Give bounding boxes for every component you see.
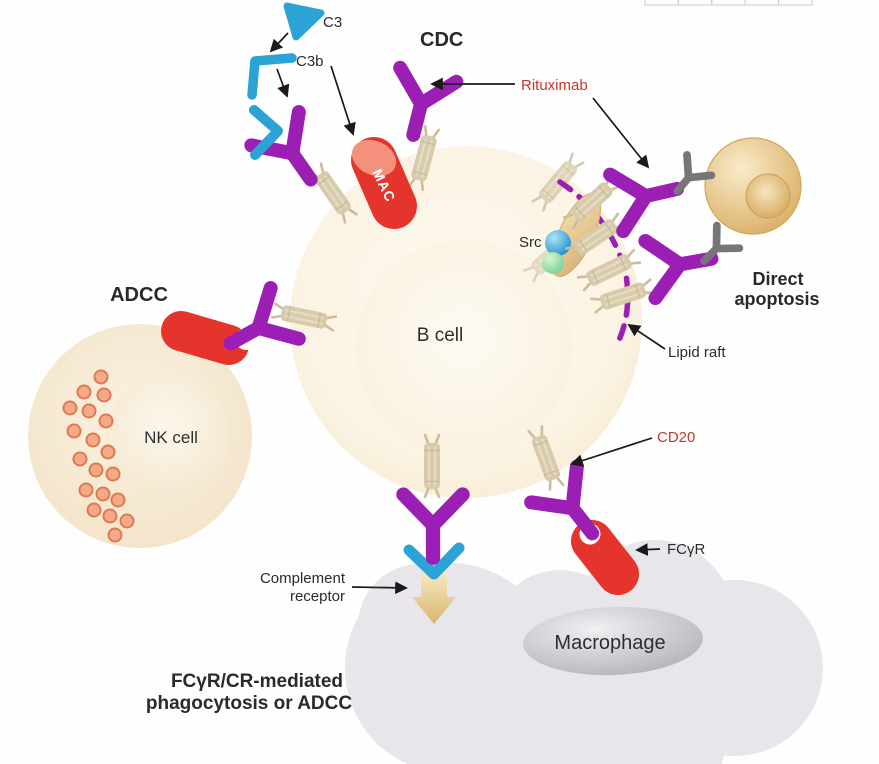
src-kinase-blue-sphere (545, 230, 571, 256)
label-b-cell: B cell (417, 325, 463, 346)
label-direct-apoptosis-1: Direct (752, 269, 803, 289)
macrophage-nucleus (523, 606, 703, 676)
c3b-fragment-bound (249, 105, 283, 160)
label-lipid-raft: Lipid raft (668, 344, 726, 361)
arrow-complement-receptor (351, 581, 408, 595)
macrophage (345, 540, 823, 764)
label-c3b: C3b (296, 53, 324, 70)
arrow-lipid-raft (627, 323, 666, 350)
table-grid-remnant (644, 0, 813, 6)
complement-receptor (412, 567, 456, 624)
nk-cell (28, 324, 252, 548)
label-complement-receptor-2: receptor (290, 588, 345, 605)
label-direct-apoptosis-2: apoptosis (734, 289, 819, 309)
arrow-c3b-to-mac (330, 65, 356, 136)
arrow-rituximab-to-raft-antibody (592, 97, 650, 169)
mac-pore: MAC (351, 137, 417, 229)
arrow-c3b-to-antibody (276, 68, 290, 98)
label-fcyr: FCγR (667, 541, 705, 558)
fcyr-receptor-nk (161, 311, 249, 365)
rituximab-antibody-cdc (385, 68, 456, 142)
label-adcc: ADCC (110, 284, 168, 306)
apoptotic-cell (704, 137, 802, 235)
arrow-c3-to-c3b (269, 32, 289, 53)
cd20-receptor (422, 433, 442, 499)
c3-molecule (283, 2, 325, 41)
label-nk-cell: NK cell (144, 428, 198, 447)
arrow-cd20 (570, 437, 653, 467)
label-phagocytosis-2: phagocytosis or ADCC (146, 693, 352, 714)
label-cd20: CD20 (657, 429, 695, 446)
label-rituximab: Rituximab (521, 77, 588, 94)
label-src: Src (519, 234, 542, 251)
annotation-arrows (269, 32, 666, 595)
label-cdc: CDC (420, 29, 463, 51)
label-complement-receptor-1: Complement (260, 570, 346, 587)
src-kinase-green-sphere (542, 252, 564, 274)
label-c3: C3 (323, 14, 342, 31)
c3b-fragment-opsonized (403, 542, 465, 580)
label-phagocytosis-1: FCγR/CR-mediated (171, 671, 343, 692)
rituximab-antibody-raft-1 (610, 161, 683, 231)
c3b-fragment (247, 53, 297, 100)
fcyr-receptor-macrophage (571, 520, 639, 595)
label-macrophage: Macrophage (554, 632, 665, 654)
arrow-fcyr (635, 543, 661, 556)
nk-granules (62, 369, 135, 543)
